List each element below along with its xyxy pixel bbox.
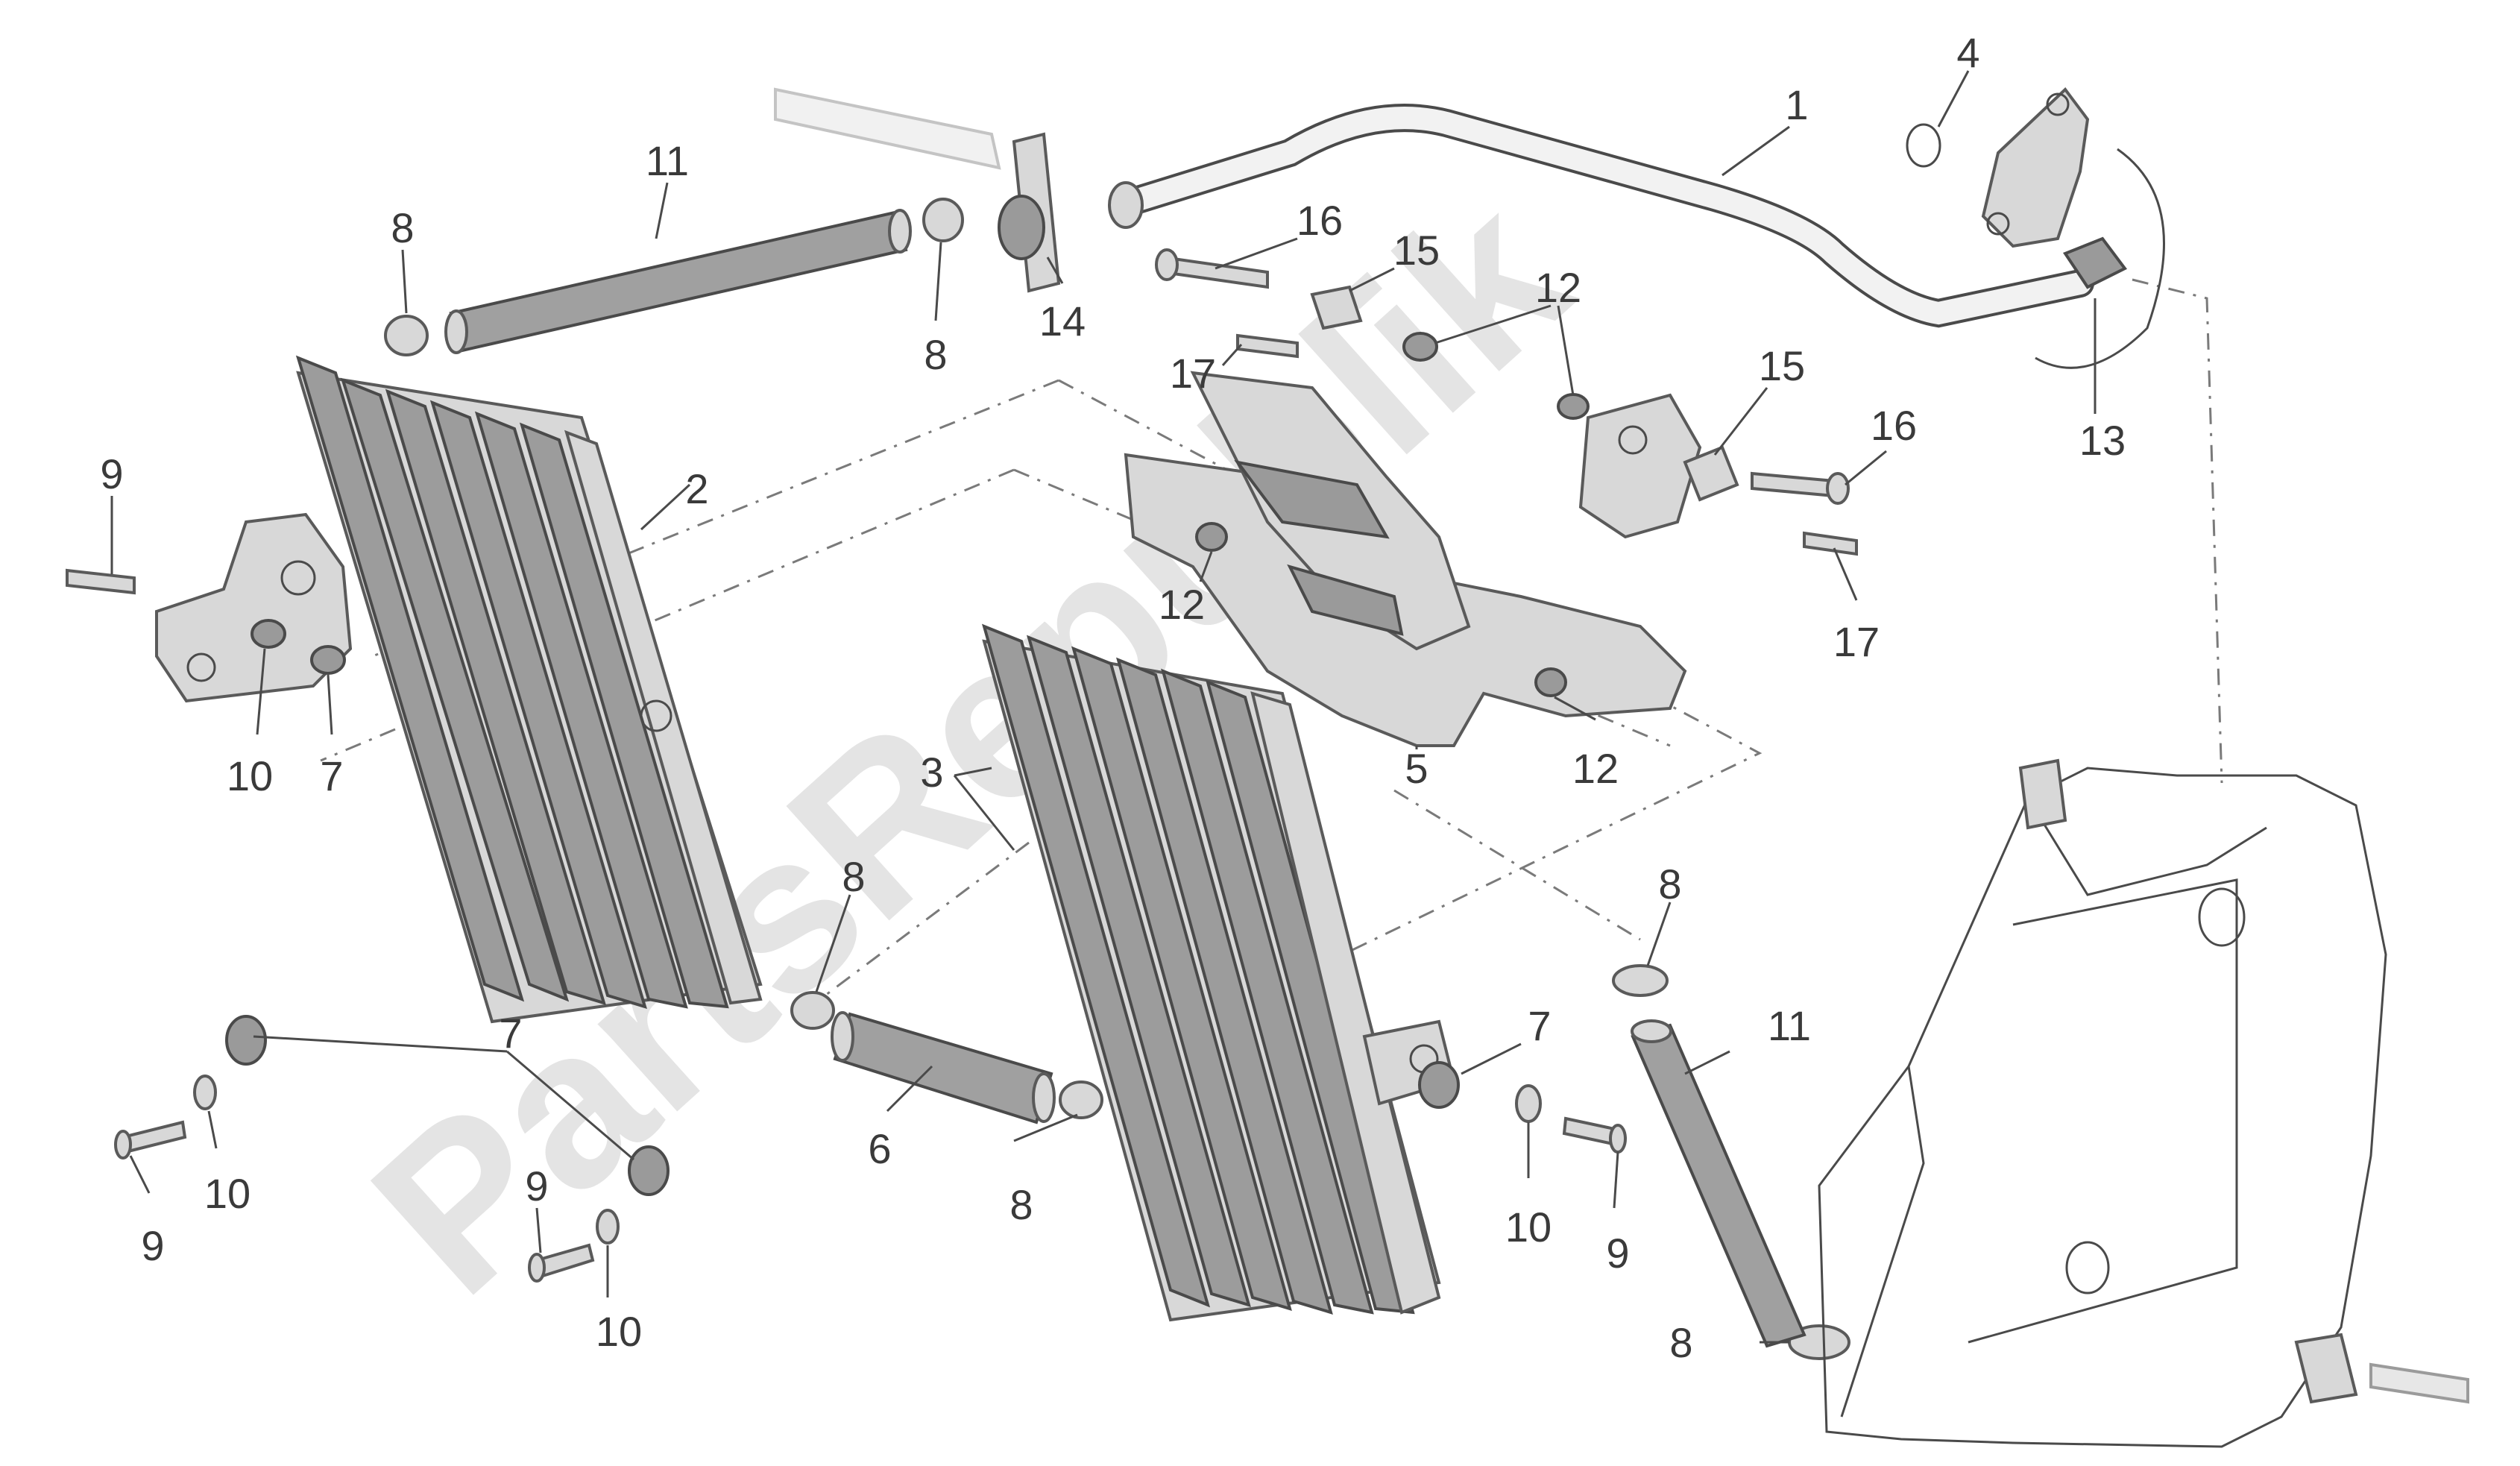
callout-8-upper-right: 8 — [924, 331, 947, 378]
oil-cooler-left — [295, 355, 763, 1024]
lower-hose — [1631, 1019, 1806, 1348]
callout-12-left: 12 — [1159, 581, 1205, 628]
callout-9-left: 9 — [100, 450, 123, 497]
callout-7-lower: 7 — [499, 1010, 522, 1057]
callout-8-right-top: 8 — [1658, 861, 1681, 907]
nut-12-left — [1195, 522, 1228, 552]
callout-8-upper-left: 8 — [391, 204, 414, 251]
callout-9-right: 9 — [1606, 1230, 1629, 1277]
callout-10-left: 10 — [227, 752, 273, 799]
upper-hose — [444, 209, 912, 354]
callout-15-upper: 15 — [1393, 227, 1440, 274]
grommet-lower-left — [225, 1015, 267, 1066]
callout-17-right: 17 — [1833, 618, 1880, 665]
callout-15-right: 15 — [1759, 342, 1805, 389]
hose-clamp-upper-left — [384, 315, 429, 356]
hose-clamp-upper-right — [922, 198, 964, 242]
callout-8-mid-right: 8 — [1009, 1181, 1033, 1228]
nut-12-upper — [1402, 332, 1438, 362]
bolt-right — [1562, 1116, 1627, 1154]
bolt-upper-17 — [1236, 333, 1299, 359]
callout-14: 14 — [1039, 298, 1086, 345]
callout-16-right: 16 — [1871, 402, 1917, 449]
hose-bracket — [998, 132, 1061, 293]
banjo-fitting — [2062, 236, 2128, 289]
callout-7-right: 7 — [1528, 1002, 1551, 1049]
leader-lines — [110, 70, 2097, 1344]
callout-10-right: 10 — [1505, 1204, 1552, 1250]
connecting-hose — [831, 1011, 1056, 1124]
grommet-lower-mid — [628, 1145, 670, 1196]
washer-right — [1515, 1084, 1542, 1123]
oil-cooler-right — [981, 623, 1456, 1322]
callout-7-left: 7 — [320, 752, 343, 799]
grommet-right — [1418, 1061, 1460, 1109]
callout-11-lower: 11 — [1768, 1002, 1811, 1049]
callout-5: 5 — [1405, 745, 1428, 792]
left-mount-bracket — [66, 512, 353, 703]
callout-10-lower-mid: 10 — [596, 1308, 642, 1355]
bolt-lower-left — [114, 1120, 187, 1160]
hose-clamp-right-top — [1612, 964, 1669, 997]
callout-2: 2 — [685, 465, 708, 512]
bolt-upper-16 — [1155, 248, 1269, 289]
washer-lower-left — [193, 1075, 217, 1110]
callout-8-right-bottom: 8 — [1669, 1319, 1692, 1366]
spacer-right — [1683, 445, 1739, 502]
bolt-right-16 — [1751, 471, 1850, 505]
callout-17-upper: 17 — [1170, 350, 1216, 397]
callout-labels: 1 4 13 11 8 8 14 16 15 17 12 15 16 17 12… — [100, 29, 2126, 1366]
callout-6: 6 — [868, 1125, 891, 1172]
oil-pipe — [1108, 104, 2094, 328]
hose-clamp-mid-left — [790, 991, 835, 1030]
spacer-upper — [1310, 285, 1363, 330]
callout-4: 4 — [1956, 29, 1979, 76]
bolt-right-17 — [1803, 531, 1858, 556]
nut-12-right — [1534, 667, 1567, 697]
o-ring — [1906, 123, 1941, 168]
callout-8-mid-left: 8 — [842, 853, 865, 900]
callout-10-lower-left: 10 — [204, 1170, 251, 1217]
washer-lower-mid — [596, 1209, 620, 1245]
callout-11-upper: 11 — [646, 137, 689, 184]
motorcycle-frame-outline — [1818, 758, 2469, 1448]
callout-9-lower-left: 9 — [141, 1222, 164, 1269]
bolt-lower-mid — [528, 1243, 595, 1283]
hose-clamp-mid-right — [1059, 1080, 1103, 1119]
callout-9-lower-mid: 9 — [525, 1163, 548, 1209]
callout-3: 3 — [920, 749, 943, 796]
callout-12-right: 12 — [1572, 745, 1619, 792]
fitting-bracket — [1981, 87, 2165, 369]
callout-12-upper: 12 — [1535, 264, 1581, 311]
engine-outline-top — [774, 87, 1001, 170]
callout-16-upper: 16 — [1297, 197, 1343, 244]
callout-1: 1 — [1785, 81, 1808, 128]
nut-12-upper-b — [1557, 393, 1590, 420]
callout-13: 13 — [2079, 417, 2126, 464]
